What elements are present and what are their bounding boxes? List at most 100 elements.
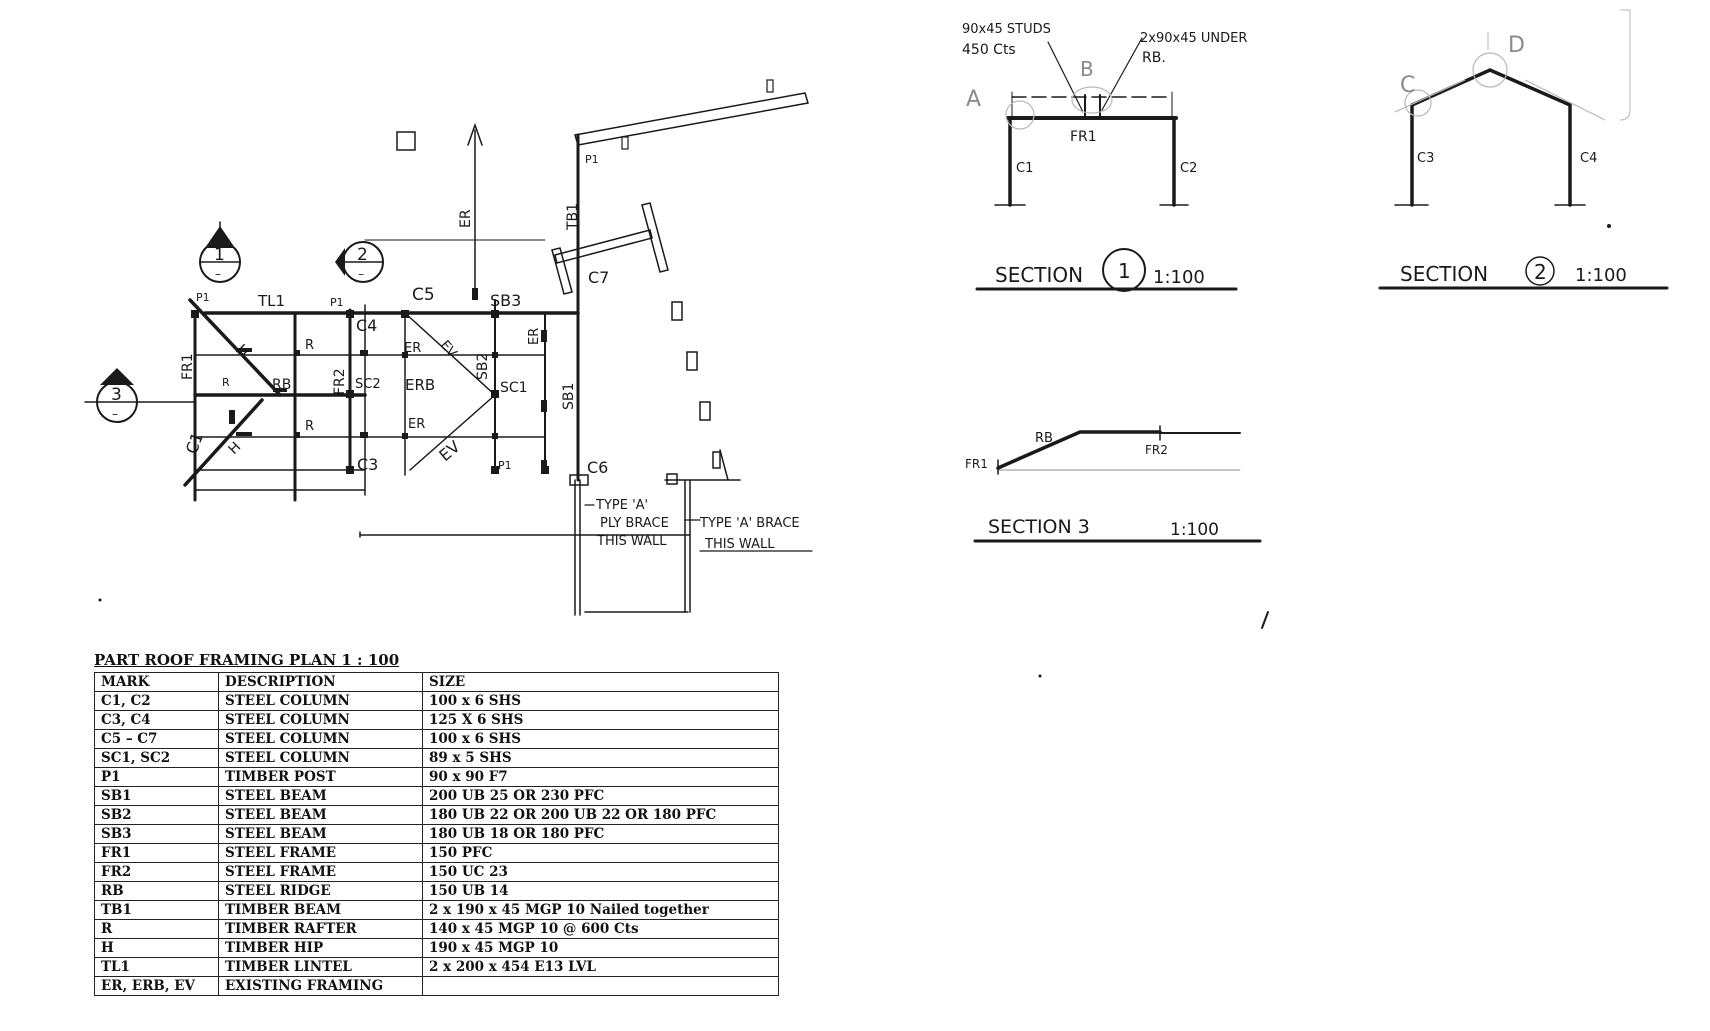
section-2-label-c: C xyxy=(1400,73,1415,98)
section-3: RB FR1 FR2 SECTION 3 1:100 xyxy=(965,425,1262,543)
stray-marks xyxy=(98,224,1611,678)
section-3-label-fr2: FR2 xyxy=(1145,443,1168,457)
brace-note-2-line-2: THIS WALL xyxy=(704,537,775,552)
section-2-label-c3: C3 xyxy=(1417,151,1434,166)
section-marker-3-number: 3 xyxy=(111,385,122,405)
label-er-right: ER xyxy=(527,328,542,345)
label-c5: C5 xyxy=(412,285,435,305)
label-h-b: H xyxy=(226,439,245,458)
brace-note-2-line-1: TYPE 'A' BRACE xyxy=(699,516,800,531)
section-2-number: 2 xyxy=(1534,260,1547,284)
schedule-cell-description: STEEL RIDGE xyxy=(218,881,423,901)
section-1-label-c1: C1 xyxy=(1016,161,1033,176)
schedule-cell-description: TIMBER RAFTER xyxy=(218,919,423,939)
schedule-cell-description: STEEL COLUMN xyxy=(218,729,423,749)
label-p1-a: P1 xyxy=(196,291,210,304)
plan-brace-strut xyxy=(551,202,669,295)
schedule-cell-size: 150 PFC xyxy=(422,843,779,863)
schedule-cell-size: 200 UB 25 OR 230 PFC xyxy=(422,786,779,806)
schedule-cell-description: STEEL COLUMN xyxy=(218,691,423,711)
schedule-cell-size: 2 x 200 x 454 E13 LVL xyxy=(422,957,779,977)
section-marker-1-number: 1 xyxy=(214,245,225,265)
plan-wall-openings xyxy=(671,301,721,469)
label-ev-b: EV xyxy=(435,437,463,465)
section-2-title: SECTION xyxy=(1400,262,1488,286)
schedule-cell-mark: SC1, SC2 xyxy=(94,748,219,768)
plan-labels: TL1 P1 P1 P1 P1 C5 SB3 C4 FR1 FR2 RB SC2… xyxy=(180,153,609,477)
label-fr2: FR2 xyxy=(332,368,348,395)
brace-note-1-line-2: PLY BRACE xyxy=(600,516,669,531)
section-1-label-b: B xyxy=(1080,57,1094,81)
schedule-cell-description: EXISTING FRAMING xyxy=(218,976,423,996)
schedule-cell-mark: ER, ERB, EV xyxy=(94,976,219,996)
schedule-cell-description: STEEL COLUMN xyxy=(218,748,423,768)
schedule-cell-size: 125 X 6 SHS xyxy=(422,710,779,730)
schedule-cell-size: 180 UB 22 OR 200 UB 22 OR 180 PFC xyxy=(422,805,779,825)
label-er-b: ER xyxy=(408,417,425,432)
label-r-a: R xyxy=(305,338,314,353)
schedule-title: PART ROOF FRAMING PLAN 1 : 100 xyxy=(94,651,400,669)
schedule-cell-size: 150 UC 23 xyxy=(422,862,779,882)
schedule-cell-size: 89 x 5 SHS xyxy=(422,748,779,768)
section-1-label-fr1: FR1 xyxy=(1070,129,1097,145)
label-er-a: ER xyxy=(404,341,421,356)
label-h-a: H xyxy=(233,342,252,361)
section-1-note-under-line-1: 2x90x45 UNDER xyxy=(1140,31,1247,46)
label-c7: C7 xyxy=(588,268,609,287)
schedule-cell-description: TIMBER POST xyxy=(218,767,423,787)
schedule-cell-size: 140 x 45 MGP 10 @ 600 Cts xyxy=(422,919,779,939)
roof-framing-plan: TL1 P1 P1 P1 P1 C5 SB3 C4 FR1 FR2 RB SC2… xyxy=(84,79,813,616)
label-ev-a: EV xyxy=(437,338,460,361)
schedule-cell-size: 100 x 6 SHS xyxy=(422,691,779,711)
brace-note-1-line-1: TYPE 'A' xyxy=(595,498,648,513)
schedule-cell-size: 90 x 90 F7 xyxy=(422,767,779,787)
schedule-cell-description: STEEL BEAM xyxy=(218,786,423,806)
schedule-cell-description: STEEL BEAM xyxy=(218,824,423,844)
schedule-cell-mark: FR2 xyxy=(94,862,219,882)
section-marker-1-dash: – xyxy=(215,267,221,281)
schedule-cell-mark: P1 xyxy=(94,767,219,787)
label-sb3: SB3 xyxy=(490,291,521,310)
schedule-header-description: DESCRIPTION xyxy=(218,672,423,692)
label-p1-c: P1 xyxy=(498,459,512,472)
brace-note-1-line-3: THIS WALL xyxy=(596,534,667,549)
section-marker-1: 1 – xyxy=(199,221,241,283)
schedule-cell-description: STEEL COLUMN xyxy=(218,710,423,730)
label-erb: ERB xyxy=(405,376,435,394)
section-1-label-c2: C2 xyxy=(1180,161,1197,176)
plan-columns xyxy=(191,288,678,486)
section-marker-2-number: 2 xyxy=(357,245,368,265)
label-tb1: TB1 xyxy=(565,203,581,231)
section-1: 90x45 STUDS 450 Cts 2x90x45 UNDER RB. A … xyxy=(962,22,1247,292)
schedule-cell-description: STEEL FRAME xyxy=(218,843,423,863)
section-1-scale: 1:100 xyxy=(1153,267,1205,288)
schedule-cell-description: TIMBER BEAM xyxy=(218,900,423,920)
schedule-cell-size: 190 x 45 MGP 10 xyxy=(422,938,779,958)
schedule-cell-size: 150 UB 14 xyxy=(422,881,779,901)
section-1-note-studs-line-2: 450 Cts xyxy=(962,42,1016,58)
section-marker-2: 2 – xyxy=(335,241,384,283)
schedule-header-size: SIZE xyxy=(422,672,779,692)
section-2-scale: 1:100 xyxy=(1575,265,1627,286)
plan-roof-outline xyxy=(396,79,809,151)
label-sc2: SC2 xyxy=(355,377,381,392)
schedule-cell-mark: SB2 xyxy=(94,805,219,825)
schedule-cell-size: 180 UB 18 OR 180 PFC xyxy=(422,824,779,844)
section-2-label-c4: C4 xyxy=(1580,151,1597,166)
section-2-label-d: D xyxy=(1508,33,1525,58)
label-fr1: FR1 xyxy=(180,353,196,380)
label-c4: C4 xyxy=(356,316,377,335)
schedule-cell-mark: TB1 xyxy=(94,900,219,920)
